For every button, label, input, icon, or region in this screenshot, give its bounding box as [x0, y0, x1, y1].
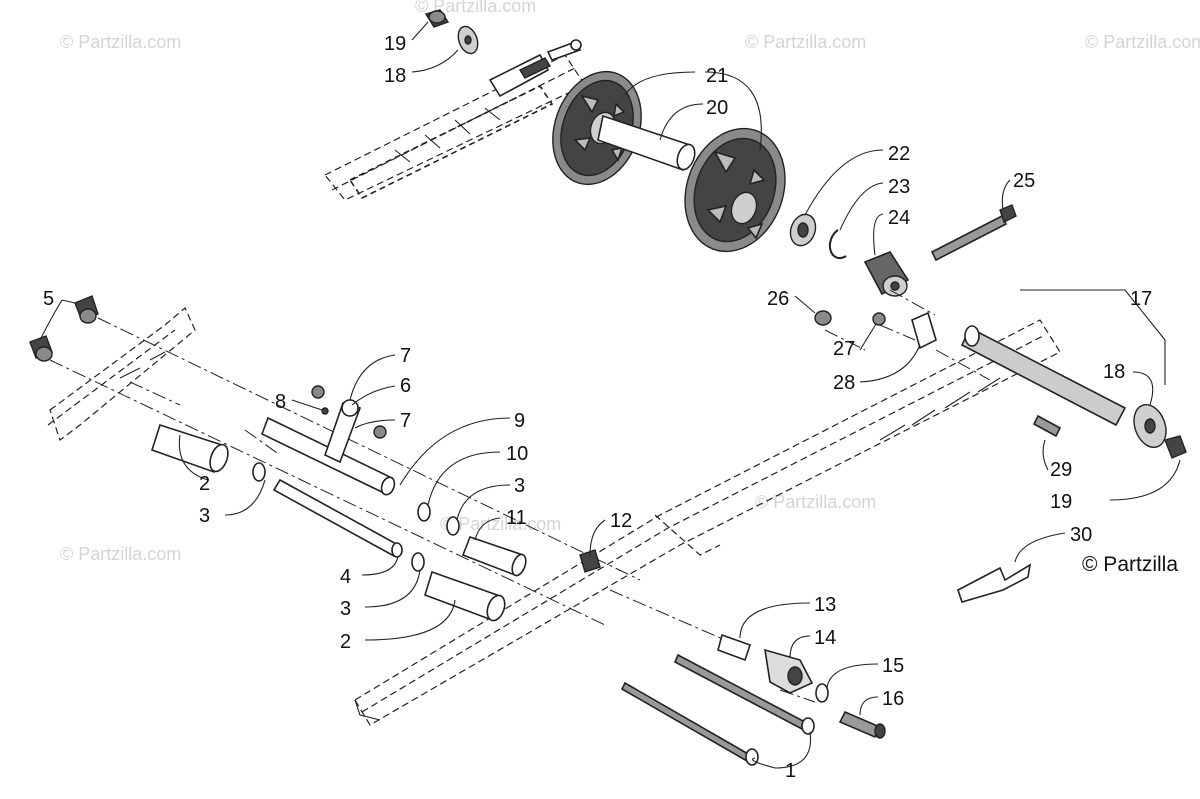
clamp-14 [764, 648, 814, 694]
centerlines [49, 289, 991, 703]
callout-9: 9 [514, 410, 525, 432]
arm-6 [324, 399, 362, 464]
callout-22: 22 [888, 143, 910, 165]
washer-3-a [252, 462, 266, 482]
callout-28: 28 [833, 372, 855, 394]
bolt-16 [838, 710, 886, 739]
callout-7-b: 7 [400, 410, 411, 432]
callout-5: 5 [43, 288, 54, 310]
fitting-8 [321, 407, 329, 415]
callout-3-b: 3 [514, 475, 525, 497]
front-rail-section [47, 307, 196, 441]
watermark-layer: © Partzilla.com © Partzilla.com © Partzi… [60, 0, 1200, 564]
callout-1: 1 [785, 760, 796, 782]
callout-25: 25 [1013, 170, 1035, 192]
watermark: © Partzilla.com [755, 492, 876, 512]
shaft-4 [272, 478, 403, 558]
washer-10 [417, 502, 431, 522]
callout-8: 8 [275, 391, 286, 413]
washer-3-c [411, 552, 425, 572]
bracket-28 [911, 311, 937, 350]
snap-ring-23 [828, 229, 847, 259]
callout-29: 29 [1050, 459, 1072, 481]
bearing-22 [789, 213, 817, 247]
shaft-17 [960, 325, 1127, 427]
callout-3: 3 [199, 505, 210, 527]
callout-4: 4 [340, 566, 351, 588]
washer-3-b [446, 516, 460, 536]
callout-2-b: 2 [340, 631, 351, 653]
callout-11: 11 [506, 507, 527, 529]
spacer-11 [461, 535, 527, 577]
idler-wheel-21-a [552, 70, 642, 186]
rear-rail-section [354, 319, 1061, 726]
callout-20: 20 [706, 97, 728, 119]
callout-30: 30 [1070, 524, 1092, 546]
spacer-2-a [151, 423, 229, 474]
spacer-2-b [424, 570, 506, 622]
watermark: © Partzilla.com [1085, 32, 1200, 52]
callout-23: 23 [888, 176, 910, 198]
watermark: © Partzilla.com [60, 544, 181, 564]
bushing-13 [717, 633, 752, 662]
adjuster-24 [863, 251, 910, 297]
nut-27 [872, 312, 886, 326]
idler-wheel-21-b [684, 127, 786, 253]
nut-5-b [29, 335, 53, 362]
callout-27: 27 [833, 338, 855, 360]
idler-bracket [488, 39, 582, 98]
copyright-text: © Partzilla [1082, 553, 1178, 576]
nut-26 [814, 310, 832, 326]
callout-21: 21 [706, 65, 728, 87]
axle-bolt-25 [930, 204, 1017, 262]
long-bolt-1-b [673, 653, 815, 735]
callout-19: 19 [384, 33, 406, 55]
callout-17: 17 [1130, 288, 1152, 310]
leader-lines [39, 21, 1181, 769]
watermark: © Partzilla.com [60, 32, 181, 52]
callout-19-b: 19 [1050, 491, 1072, 513]
watermark: © Partzilla.com [415, 0, 536, 16]
callout-13: 13 [814, 594, 836, 616]
callout-15: 15 [882, 655, 904, 677]
watermark: © Partzilla.com [745, 32, 866, 52]
nut-7-b [373, 425, 387, 439]
callout-10: 10 [506, 443, 528, 465]
callout-26: 26 [767, 288, 789, 310]
washer-15 [815, 683, 829, 703]
bracket-30 [957, 563, 1032, 603]
callout-12: 12 [610, 510, 632, 532]
callout-24: 24 [888, 207, 910, 229]
callout-16: 16 [882, 688, 904, 710]
washer-18-lower [1133, 403, 1167, 449]
bolt-29 [1032, 414, 1062, 438]
callout-7: 7 [400, 345, 411, 367]
nut-5-a [74, 295, 99, 324]
nut-19-lower [1164, 435, 1187, 459]
nut-19-upper [424, 9, 450, 28]
callout-18-b: 18 [1103, 361, 1125, 383]
upper-rail-section [324, 54, 586, 201]
callout-labels: 19 18 21 20 22 23 24 25 5 26 17 7 8 6 27… [43, 33, 1152, 782]
callout-18: 18 [384, 65, 406, 87]
washer-18-upper [457, 25, 479, 55]
callout-3-c: 3 [340, 598, 351, 620]
watermark: © Partzilla.com [440, 514, 561, 534]
callout-6: 6 [400, 375, 411, 397]
callout-14: 14 [814, 627, 836, 649]
callout-2: 2 [199, 473, 210, 495]
nut-7-a [311, 385, 325, 399]
